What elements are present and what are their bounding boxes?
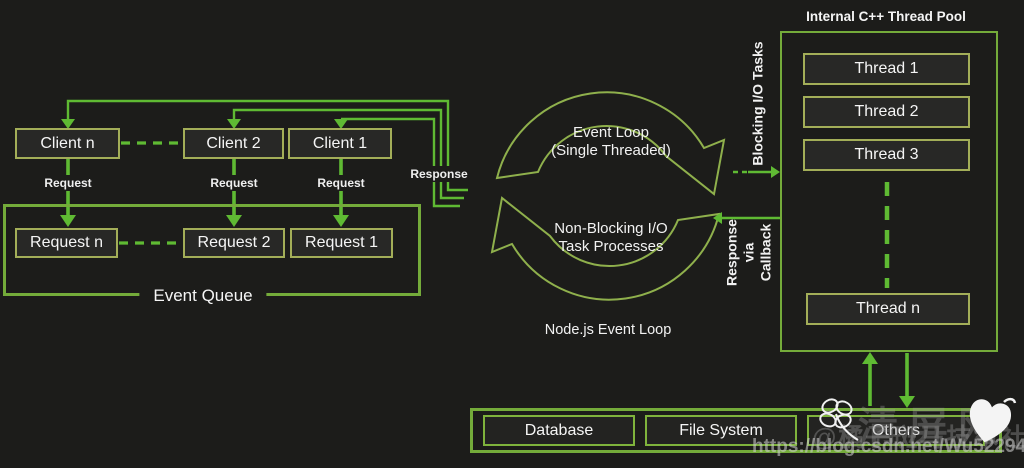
request-n-label: Request n	[30, 234, 103, 251]
thread-3-box: Thread 3	[803, 139, 970, 171]
event-loop-top-text: Event Loop (Single Threaded)	[551, 124, 671, 160]
client-n-label: Client n	[40, 134, 95, 152]
client-2-box: Client 2	[183, 128, 284, 159]
nodejs-event-loop-caption: Node.js Event Loop	[544, 322, 672, 338]
thread-1-label: Thread 1	[854, 60, 919, 77]
response-flow-lines	[66, 99, 468, 208]
event-loop-bottom-text: Non-Blocking I/O Task Processes	[554, 220, 667, 256]
others-box: Others	[807, 415, 985, 446]
response-label: Response	[405, 166, 473, 182]
request-arrowheads	[60, 215, 349, 227]
client-n-box: Client n	[15, 128, 120, 159]
file-system-box: File System	[645, 415, 797, 446]
request-1-box: Request 1	[290, 228, 393, 258]
flower-doodle-icon	[819, 398, 859, 441]
response-arrowheads	[61, 119, 348, 129]
request-label-2: Request	[205, 175, 263, 191]
thread-3-label: Thread 3	[854, 146, 919, 163]
others-label: Others	[871, 421, 920, 439]
watermark-url-text: https://blog.csdn.net/Wu5229435	[752, 436, 1024, 457]
dashed-connectors	[119, 141, 182, 245]
file-system-label: File System	[679, 421, 763, 439]
database-box: Database	[483, 415, 635, 446]
blocking-io-arrow	[733, 166, 780, 178]
request-1-label: Request 1	[305, 234, 378, 251]
callback-word-via: via	[740, 242, 757, 262]
thread-1-box: Thread 1	[803, 53, 970, 85]
database-label: Database	[524, 421, 594, 439]
thread-n-box: Thread n	[806, 293, 970, 325]
thread-2-label: Thread 2	[854, 103, 919, 120]
blocking-io-tasks-text: Blocking I/O Tasks	[749, 40, 766, 166]
callback-word-callback: Callback	[757, 223, 774, 281]
response-callback-arrow	[713, 212, 780, 224]
client-1-box: Client 1	[288, 128, 392, 159]
request-2-box: Request 2	[183, 228, 285, 258]
heart-doodle-icon	[969, 397, 1017, 443]
thread-2-box: Thread 2	[803, 96, 970, 128]
event-loop-line1: Event Loop	[573, 124, 649, 141]
thread-pool-title: Internal C++ Thread Pool	[806, 9, 966, 24]
request-label-n: Request	[39, 175, 97, 191]
request-2-label: Request 2	[197, 234, 271, 251]
nonblocking-line1: Non-Blocking I/O	[554, 220, 668, 237]
event-queue-caption: Event Queue	[139, 286, 267, 306]
client-2-label: Client 2	[206, 134, 261, 152]
request-n-box: Request n	[15, 228, 118, 258]
pool-resource-arrows	[862, 352, 915, 408]
callback-word-response: Response	[723, 218, 740, 286]
nonblocking-line2: Task Processes	[558, 238, 664, 255]
request-label-1: Request	[312, 175, 370, 191]
thread-n-label: Thread n	[855, 300, 921, 317]
client-1-label: Client 1	[312, 134, 368, 152]
event-loop-line2: (Single Threaded)	[551, 142, 671, 159]
thread-pool-box	[780, 31, 998, 352]
event-loop-cycle-arrows	[490, 91, 726, 301]
